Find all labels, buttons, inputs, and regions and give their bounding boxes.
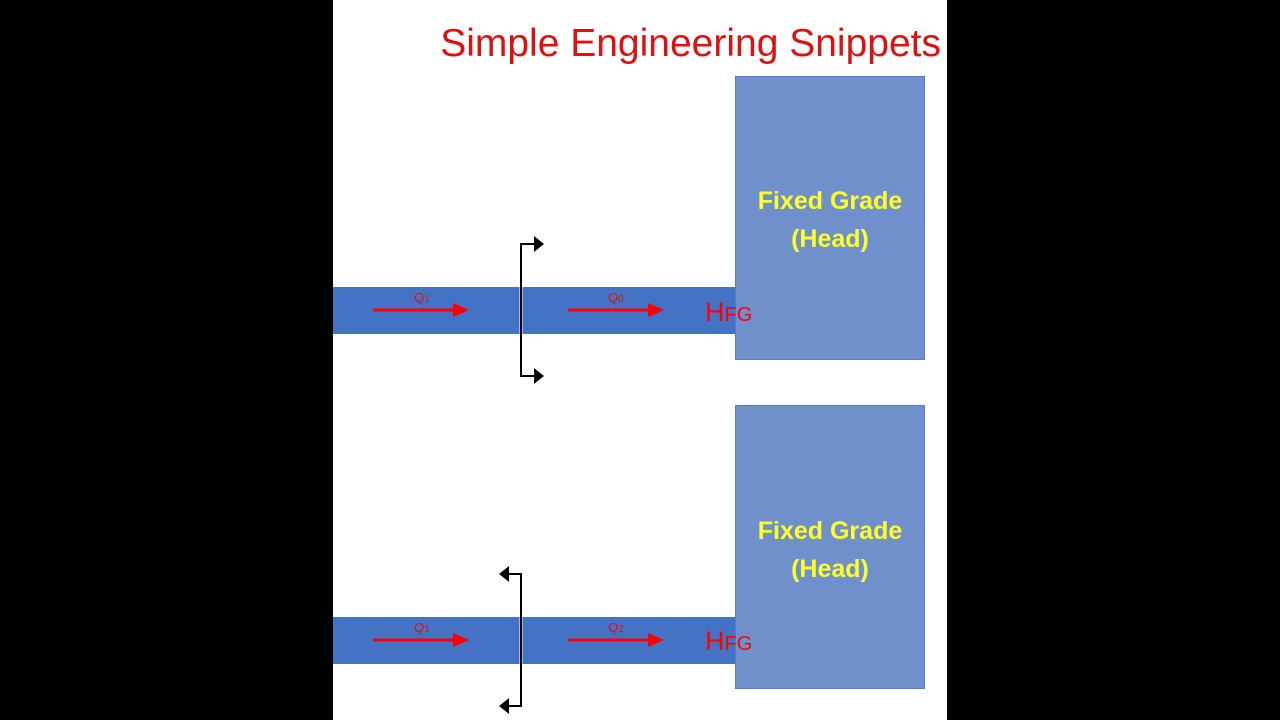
section-cut-2 [499, 563, 523, 714]
reservoir-2: Fixed Grade (Head) [735, 405, 925, 689]
reservoir-label-line1: Fixed Grade [757, 187, 903, 215]
reservoir-label-line1: Fixed Grade [757, 517, 903, 545]
flow-label-out: Q2 [608, 620, 624, 636]
flow-arrow-out [568, 303, 664, 317]
section-cut-1 [519, 233, 544, 384]
reservoir-label-line2: (Head) [791, 555, 869, 583]
head-label: HFG [705, 297, 753, 327]
reservoir-1: Fixed Grade (Head) [735, 76, 925, 360]
flow-label-in: Q1 [414, 290, 430, 306]
slide: Simple Engineering Snippets Fixed Grade … [333, 0, 947, 720]
flow-arrow-in [373, 303, 469, 317]
head-label: HFG [705, 626, 753, 656]
reservoir-label-line2: (Head) [791, 225, 869, 253]
flow-arrow-out [568, 633, 664, 647]
flow-label-in: Q1 [414, 620, 430, 636]
flow-label-out: Q0 [608, 290, 624, 306]
flow-arrow-in [373, 633, 469, 647]
slide-title: Simple Engineering Snippets [440, 22, 941, 65]
